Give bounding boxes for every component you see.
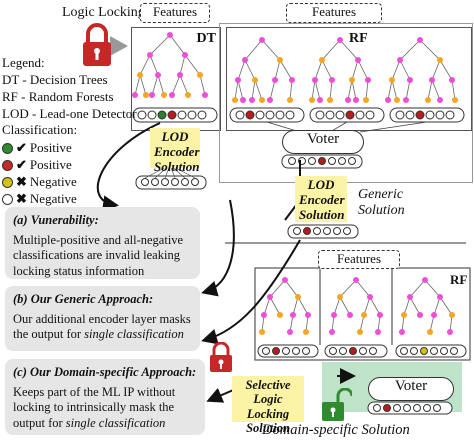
lod-line-3: Solution <box>299 206 345 222</box>
lod-line-2: Encoder <box>299 191 345 207</box>
features-box-rf: Features <box>286 3 382 23</box>
bottom-tree-2 <box>331 279 381 333</box>
red-lock-icon <box>83 23 128 66</box>
generic-approach-heading: (b) Our Generic Approach: <box>13 292 154 306</box>
features-box-bottom: Features <box>318 250 400 269</box>
classification-row-3: ✖ Negative <box>2 174 77 190</box>
bottom-tree-2-nodes <box>329 277 383 335</box>
output-dot-icon <box>2 159 13 171</box>
bottom-tree-1-nodes <box>259 277 311 335</box>
green-unlock-icon <box>322 388 352 421</box>
lod-encoder-box-generic: LOD Encoder Solution <box>295 176 347 222</box>
generic-approach-body: Our additional encoder layer masks the o… <box>13 312 192 343</box>
legend-item-rf: RF - Random Forests <box>2 89 114 104</box>
features-label: Features <box>152 4 198 19</box>
voter-label: Voter <box>306 131 340 147</box>
lod-line-2: Encoder <box>154 143 200 159</box>
bottom-tree-3 <box>401 279 453 333</box>
voter-box-bottom: Voter <box>368 377 454 401</box>
domain-output-row <box>367 401 453 415</box>
classification-label: Negative <box>29 191 77 206</box>
rf-output-row-3 <box>389 107 465 123</box>
logic-locking-label: Logic Locking <box>62 5 145 20</box>
dt-label: DT <box>196 31 216 46</box>
red-lock-icon <box>210 342 232 372</box>
output-dot-icon <box>2 176 13 188</box>
domain-approach-heading: (c) Our Domain-specific Approach: <box>13 365 197 379</box>
lod-encoder-box-dt: LOD Encoder Solution <box>150 128 200 174</box>
classification-row-1: ✔ Positive <box>2 140 72 156</box>
classification-title: Classification: <box>2 122 78 137</box>
rf-tree-3 <box>387 39 456 101</box>
domain-specific-solution-label: Domain-specific Solution <box>262 422 410 438</box>
classification-row-4: ✖ Negative <box>2 191 77 207</box>
output-dot-icon <box>2 193 13 205</box>
cross-icon: ✔ <box>16 157 27 172</box>
bottom-tree-3-nodes <box>399 277 455 335</box>
domain-approach-emphasis: single classification <box>65 415 166 430</box>
legend-item-dt: DT - Decision Trees <box>2 72 108 87</box>
check-icon: ✖ <box>16 191 27 206</box>
domain-approach-body: Keeps part of the ML IP without locking … <box>13 385 197 432</box>
vulnerability-box: (a) Vunerability: Multiple-positive and … <box>5 207 200 279</box>
rf-tree-2 <box>311 39 369 101</box>
features-box-dt: Features <box>140 3 210 23</box>
rf-label-bottom: RF <box>450 272 468 287</box>
classification-label: Positive <box>29 140 72 155</box>
features-label: Features <box>311 4 357 19</box>
generic-line-1: Generic <box>358 187 404 202</box>
voter-output-row <box>281 154 363 169</box>
selective-logic-locking-box: Selective Logic Locking Solution <box>232 376 304 435</box>
dt-tree-nodes <box>132 32 208 98</box>
dt-tree <box>134 34 206 96</box>
cross-icon: ✖ <box>16 174 27 189</box>
legend-item-lod: LOD - Lead-one Detector <box>2 106 137 121</box>
voter-box: Voter <box>282 130 364 154</box>
rf-tree-3-nodes <box>385 37 458 103</box>
output-dot-icon <box>2 142 13 154</box>
generic-encoder-row <box>287 224 359 239</box>
generic-solution-label: Generic Solution <box>358 187 405 219</box>
classification-label: Negative <box>29 174 77 189</box>
rf-tree-1-nodes <box>232 37 295 103</box>
rf-output-row-1 <box>229 107 305 123</box>
legend-title: Legend: <box>2 55 45 70</box>
classification-row-2: ✔ Positive <box>2 157 72 173</box>
bottom-output-rows <box>257 344 467 358</box>
rf-output-row-2 <box>309 107 385 123</box>
generic-approach-box: (b) Our Generic Approach: Our additional… <box>5 286 200 351</box>
lod-line-1: LOD <box>307 177 335 192</box>
rf-label: RF <box>349 31 368 46</box>
dt-output-row <box>132 107 218 123</box>
generic-line-2: Solution <box>358 203 405 219</box>
voter-label: Voter <box>394 378 428 394</box>
domain-approach-text: Keeps part of the ML IP without locking … <box>13 384 176 430</box>
domain-approach-box: (c) Our Domain-specific Approach: Keeps … <box>5 359 205 435</box>
selective-line-1: Selective <box>245 378 291 392</box>
lod-line-1: LOD <box>161 129 189 144</box>
classification-label: Positive <box>29 157 72 172</box>
generic-approach-emphasis: single classification <box>84 327 184 342</box>
dt-encoder-row <box>135 164 207 190</box>
check-icon: ✔ <box>16 140 27 155</box>
bottom-tree-1 <box>261 279 309 333</box>
vulnerability-body: Multiple-positive and all-negative class… <box>13 232 184 278</box>
vulnerability-heading: (a) Vunerability: <box>13 213 99 227</box>
rf-tree-2-nodes <box>309 37 371 103</box>
selective-line-3: Solution <box>246 421 290 436</box>
rf-tree-1 <box>234 39 293 101</box>
generic-approach-text: Our additional encoder layer masks the o… <box>13 311 191 342</box>
features-label: Features <box>336 251 382 266</box>
lod-line-3: Solution <box>154 158 200 174</box>
selective-line-2: Logic Locking <box>246 392 290 421</box>
